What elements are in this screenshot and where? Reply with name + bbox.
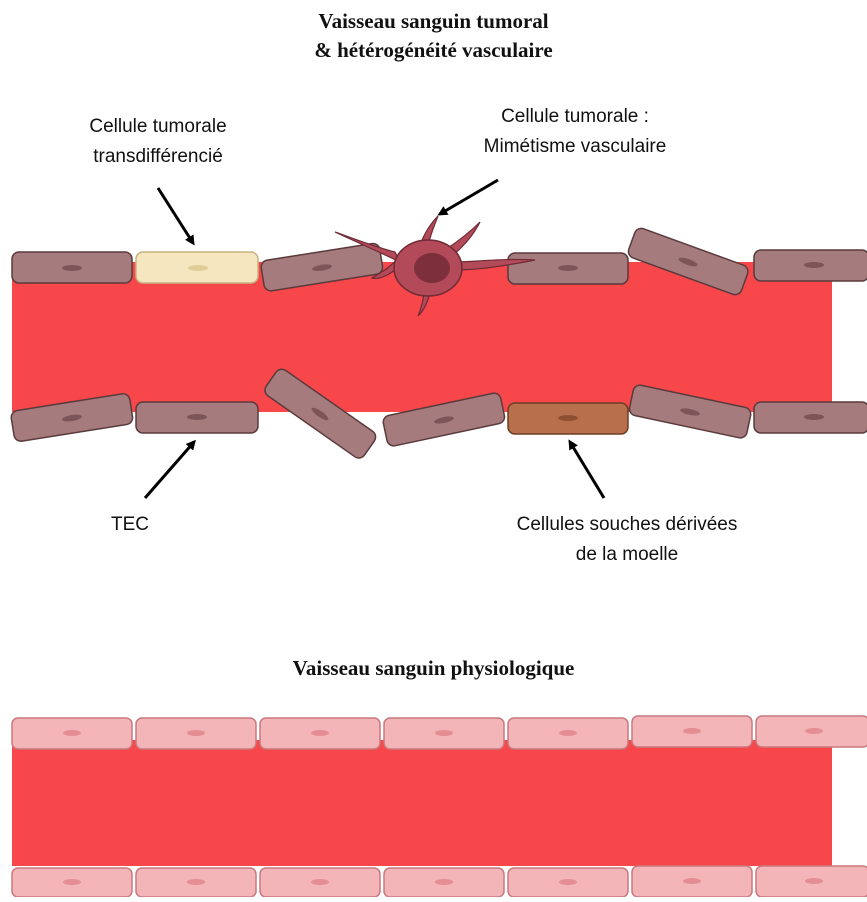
normal-endothelial-cell bbox=[260, 718, 380, 749]
physiological-vessel-bottom-cells bbox=[12, 866, 867, 897]
normal-endothelial-cell bbox=[136, 718, 256, 749]
normal-endothelial-cell bbox=[632, 716, 752, 747]
normal-endothelial-cell bbox=[384, 718, 504, 749]
label-tec: TEC bbox=[100, 510, 160, 540]
tumor-endothelial-cell bbox=[12, 252, 132, 283]
normal-endothelial-cell bbox=[508, 718, 628, 749]
tumor-vessel-title-line1: Vaisseau sanguin tumoral bbox=[200, 7, 667, 36]
physiological-vessel-title: Vaisseau sanguin physiologique bbox=[200, 654, 667, 683]
arrow-tec bbox=[145, 442, 194, 498]
label-bone-marrow-cells: Cellules souches dérivées de la moelle bbox=[487, 510, 767, 570]
normal-endothelial-cell bbox=[756, 716, 867, 747]
physiological-vessel-lumen bbox=[12, 740, 832, 866]
tumor-endothelial-cell bbox=[136, 402, 258, 433]
normal-endothelial-cell bbox=[12, 718, 132, 749]
normal-endothelial-cell bbox=[756, 866, 867, 897]
bone-marrow-derived-cell bbox=[508, 403, 628, 434]
arrow-bone-marrow-cell bbox=[570, 442, 604, 498]
normal-endothelial-cell bbox=[12, 868, 132, 897]
normal-endothelial-cell bbox=[136, 868, 256, 897]
normal-endothelial-cell bbox=[260, 868, 380, 897]
arrow-transdifferentiated-cell bbox=[158, 188, 193, 243]
arrow-vascular-mimicry bbox=[440, 180, 498, 214]
tumor-vessel-title: Vaisseau sanguin tumoral & hétérogénéité… bbox=[200, 7, 667, 65]
label-vascular-mimicry: Cellule tumorale : Mimétisme vasculaire bbox=[445, 102, 705, 162]
normal-endothelial-cell bbox=[632, 866, 752, 897]
tumor-vessel-title-line2: & hétérogénéité vasculaire bbox=[200, 36, 667, 65]
normal-endothelial-cell bbox=[384, 868, 504, 897]
transdifferentiated-tumor-cell bbox=[136, 252, 258, 283]
physiological-vessel-top-cells bbox=[12, 716, 867, 749]
normal-endothelial-cell bbox=[508, 868, 628, 897]
tumor-endothelial-cell bbox=[754, 250, 867, 281]
tumor-endothelial-cell bbox=[754, 402, 867, 433]
label-transdifferentiated-cell: Cellule tumorale transdifférencié bbox=[48, 112, 268, 172]
tumor-endothelial-cell bbox=[508, 253, 628, 284]
